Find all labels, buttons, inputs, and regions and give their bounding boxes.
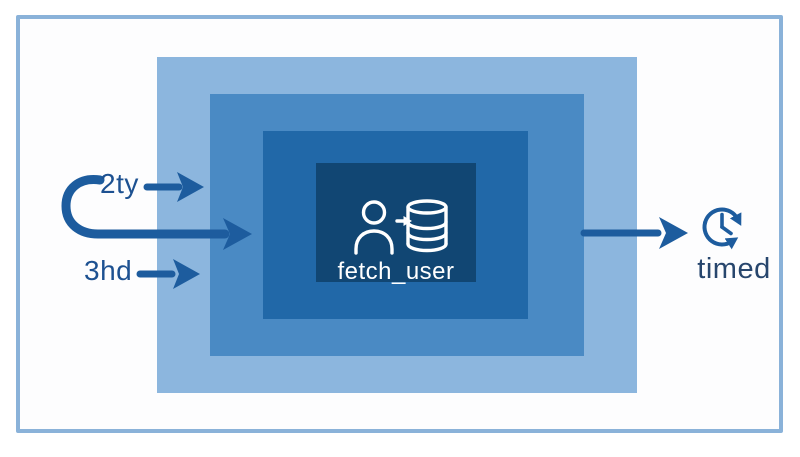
center-node-label: fetch_user — [337, 258, 455, 285]
fetch-arrowhead — [403, 216, 412, 226]
database-top — [406, 199, 448, 215]
output-label-timed: timed — [697, 253, 771, 285]
core-node-box — [316, 163, 476, 282]
user-fetch-database-icon — [354, 199, 448, 255]
input-label-2ty: 2ty — [100, 168, 139, 199]
person-head — [361, 200, 387, 225]
person-body — [354, 229, 394, 255]
clock-hour-hand — [720, 225, 733, 236]
input-label-3hd: 3hd — [84, 255, 133, 286]
clock-refresh-icon — [702, 207, 742, 250]
